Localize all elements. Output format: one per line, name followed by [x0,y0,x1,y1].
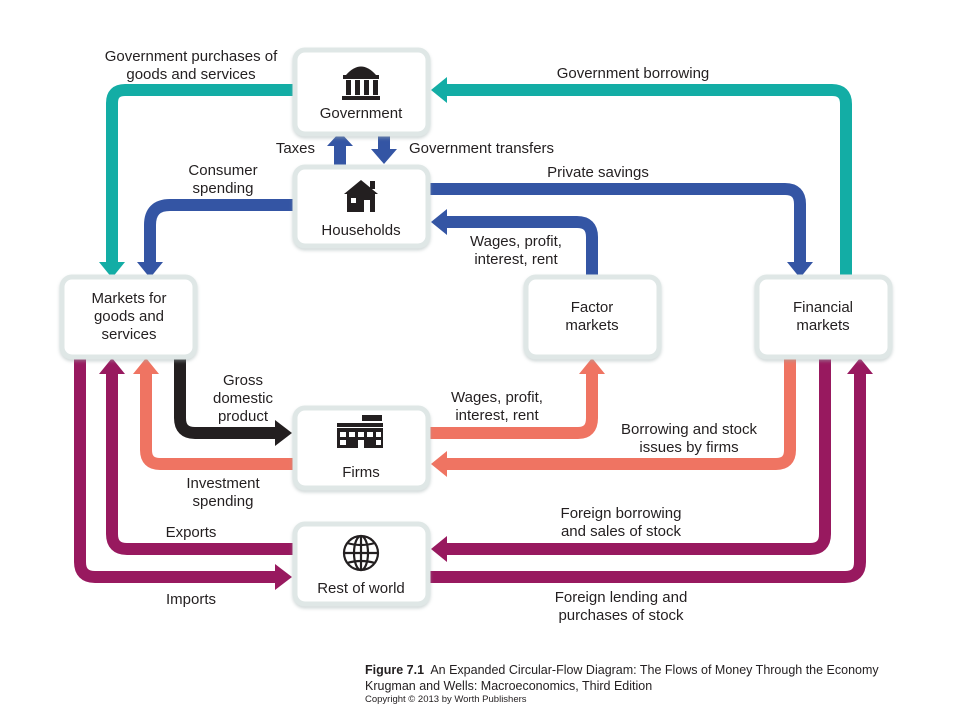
arrowhead-government-borrowing [431,77,447,103]
wages-households-label-line1: Wages, profit, [470,233,562,250]
goods-markets-label-line2: goods and [94,308,164,325]
gov-purchases-label-line1: Government purchases of [105,48,278,65]
flow-government-borrowing [447,84,852,275]
factory-icon [337,415,383,448]
figure-number: Figure 7.1 [365,663,425,677]
households-label: Households [321,222,400,239]
flow-consumer-spending [144,199,295,262]
borrowing-stock-label-line2: issues by firms [639,439,738,456]
goods-markets-label-line1: Markets for [91,290,166,307]
arrowhead-gdp [275,420,292,446]
financial-markets-label-line2: markets [796,317,849,334]
flow-gdp [174,358,275,439]
foreign-borrowing-label-line2: and sales of stock [561,523,682,540]
arrowhead-wages-from-firms [579,358,605,374]
factor-markets-label-line1: Factor [571,299,614,316]
arrowhead-exports [99,358,125,374]
arrowhead-consumer-spending [137,262,163,278]
goods-markets-label-line3: services [101,326,156,343]
gdp-label-line2: domestic [213,390,274,407]
financial-markets-box: Financial markets [754,274,893,360]
government-building-icon [342,66,380,100]
firms-box: Firms [292,405,431,491]
caption-book: Krugman and Wells: Macroeconomics, Third… [365,679,653,693]
exports-label: Exports [166,524,217,541]
firms-label: Firms [342,464,380,481]
gdp-label-line3: product [218,408,269,425]
taxes-label: Taxes [276,140,315,157]
investment-spending-label-line2: spending [193,493,254,510]
factor-markets-label-line2: markets [565,317,618,334]
flow-imports [74,358,275,583]
gov-borrowing-label: Government borrowing [557,65,710,82]
imports-label: Imports [166,591,216,608]
arrowhead-foreign-borrowing [431,536,447,562]
arrowhead-imports [275,564,292,590]
wages-firms-label-line1: Wages, profit, [451,389,543,406]
flow-wages-to-households [447,216,598,275]
financial-markets-label-line1: Financial [793,299,853,316]
households-box: Households [292,164,431,249]
wages-households-label-line2: interest, rent [474,251,558,268]
arrowhead-borrowing-stock [431,451,447,477]
government-label: Government [320,105,403,122]
consumer-spending-label-line2: spending [193,180,254,197]
flow-borrowing-stock [447,358,796,470]
caption-copyright: Copyright © 2013 by Worth Publishers [365,694,527,705]
flow-wages-from-firms [428,374,598,439]
rest-of-world-label: Rest of world [317,580,405,597]
goods-markets-box: Markets for goods and services [59,274,198,360]
private-savings-label: Private savings [547,164,649,181]
government-box: Government [292,47,431,137]
arrowhead-wages-to-households [431,209,447,235]
arrowhead-investment-spending [133,358,159,374]
figure-caption: Figure 7.1 An Expanded Circular-Flow Dia… [365,662,879,706]
house-icon [344,180,378,212]
arrowhead-foreign-lending [847,358,873,374]
gov-transfers-label: Government transfers [409,140,554,157]
gdp-label-line1: Gross [223,372,263,389]
globe-icon [342,534,380,572]
foreign-lending-label-line1: Foreign lending and [555,589,688,606]
gov-purchases-label-line2: goods and services [126,66,255,83]
consumer-spending-label-line1: Consumer [188,162,257,179]
caption-title-line: Figure 7.1 An Expanded Circular-Flow Dia… [365,662,879,678]
borrowing-stock-label-line1: Borrowing and stock [621,421,757,438]
flow-foreign-lending [428,374,866,583]
foreign-lending-label-line2: purchases of stock [558,607,684,624]
arrowhead-government-transfers [371,149,397,164]
investment-spending-label-line1: Investment [186,475,260,492]
flow-investment-spending [140,374,295,470]
wages-firms-label-line2: interest, rent [455,407,539,424]
flow-government-purchases [106,84,295,262]
flow-exports [106,374,295,555]
factor-markets-box: Factor markets [523,274,662,360]
flow-foreign-borrowing [447,358,831,555]
figure-title: An Expanded Circular-Flow Diagram: The F… [430,663,879,677]
arrowhead-government-purchases [99,262,125,278]
arrowhead-taxes [327,132,353,146]
rest-of-world-box: Rest of world [292,521,431,607]
foreign-borrowing-label-line1: Foreign borrowing [561,505,682,522]
arrowhead-private-savings [787,262,813,278]
flow-private-savings [428,183,806,262]
